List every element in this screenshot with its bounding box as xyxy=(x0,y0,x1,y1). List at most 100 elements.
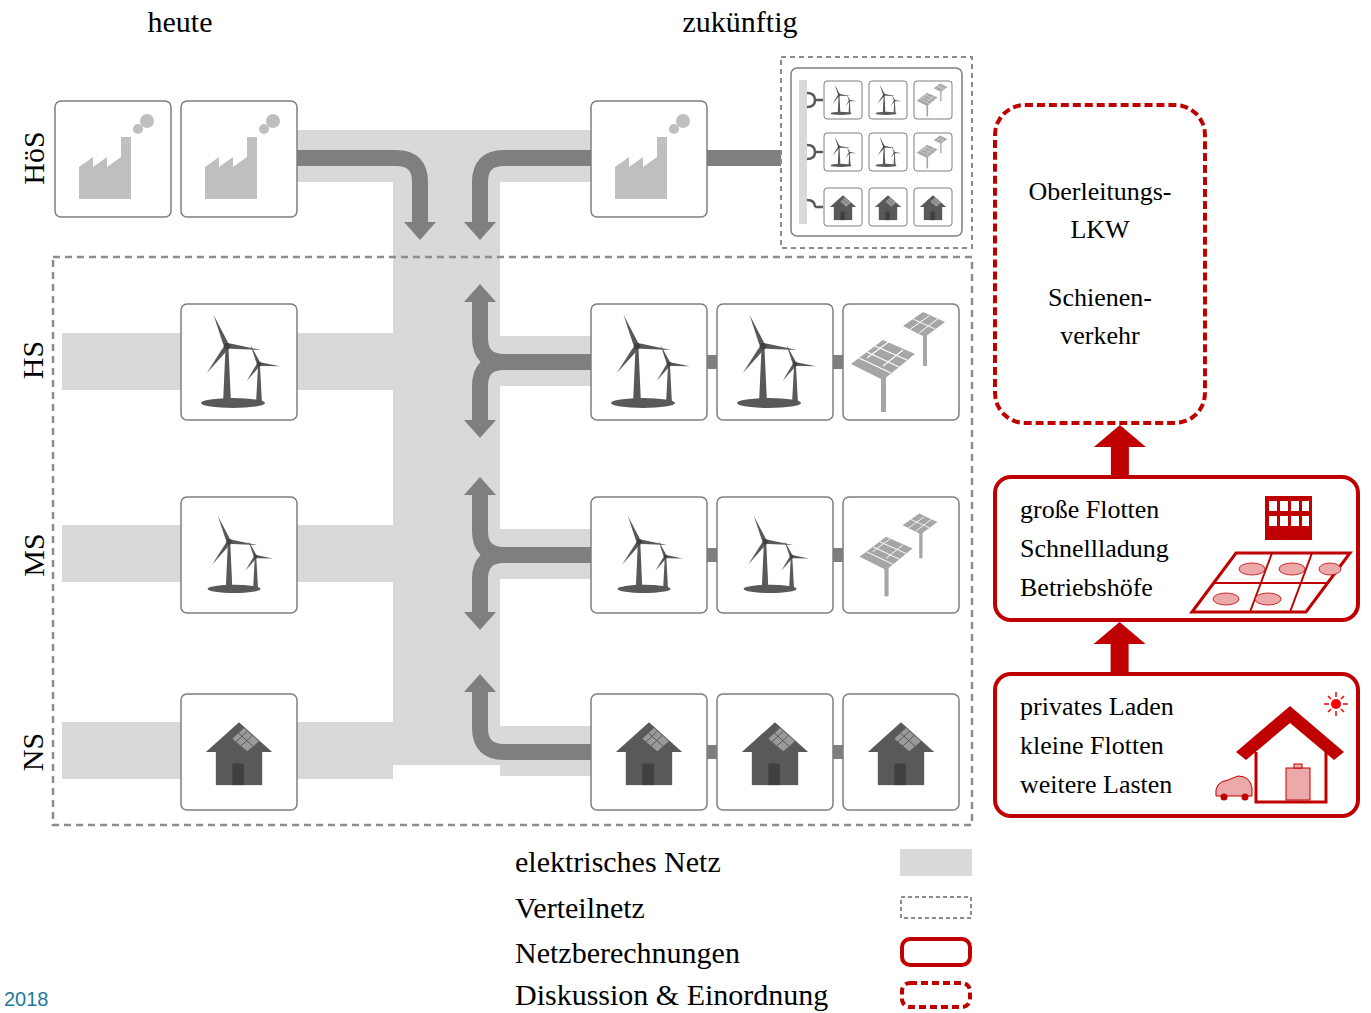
node-text: Oberleitungs- LKW xyxy=(1029,173,1172,249)
house-icon-part xyxy=(1221,794,1228,801)
generation-group-part xyxy=(876,136,902,167)
column-heading: heute xyxy=(148,4,213,40)
power-flow-arrow-part-part xyxy=(833,355,843,369)
power-flow-arrow-part-part xyxy=(707,355,717,369)
power-flow-arrow-part-part xyxy=(480,300,591,362)
power-flow-arrow-part-part xyxy=(480,493,591,555)
power-flow-arrow-part-part xyxy=(464,612,496,630)
icon-box-part xyxy=(591,694,707,810)
depot-icon-part-part xyxy=(1291,516,1299,526)
icon-box-part xyxy=(208,515,273,593)
icon-box-part xyxy=(79,114,154,199)
generation-group-part xyxy=(830,195,856,220)
depot-icon-part-part xyxy=(1302,516,1309,526)
icon-box-part xyxy=(591,304,707,420)
node-text: Schienen- verkehr xyxy=(1048,279,1152,355)
voltage-level-label: HS xyxy=(15,341,51,379)
house-icon-part xyxy=(1216,776,1252,796)
generation-group-part xyxy=(824,81,862,119)
generation-group-part xyxy=(831,136,857,167)
generation-group-part xyxy=(914,188,952,226)
power-flow-arrow-part-part xyxy=(480,362,504,422)
house-icon-part xyxy=(1286,768,1310,800)
category-box: große FlottenSchnellladungBetriebshöfe xyxy=(993,475,1360,622)
icon-box-part xyxy=(717,694,833,810)
depot-icon-part xyxy=(1192,553,1350,612)
depot-icon-part xyxy=(1269,501,1309,526)
legend-sample-part xyxy=(902,983,970,1007)
node-text: große Flotten xyxy=(1020,490,1159,529)
node-text: Schnellladung xyxy=(1020,529,1169,568)
node-text: kleine Flotten xyxy=(1020,726,1164,765)
power-flow-arrow-part-part xyxy=(707,745,717,759)
icon-box-part xyxy=(181,304,297,420)
generation-group-part xyxy=(807,93,823,207)
icon-box-part xyxy=(611,313,690,408)
column-heading: zukünftig xyxy=(683,4,798,40)
depot-icon-part-part xyxy=(1239,563,1265,575)
power-flow-arrow-part xyxy=(297,158,781,752)
escalation-arrow xyxy=(1094,622,1146,672)
generation-group-part xyxy=(831,84,857,115)
icon-box-part xyxy=(860,514,938,597)
depot-icon-part-part xyxy=(1302,501,1309,511)
generation-group-part xyxy=(914,81,952,119)
generation-group-part xyxy=(824,133,862,171)
icon-box-part xyxy=(591,497,707,613)
category-box: Oberleitungs- LKW Schienen- verkehr xyxy=(993,103,1207,425)
house-icon-part xyxy=(1294,764,1302,768)
icon-box-part xyxy=(717,497,833,613)
legend-text: Diskussion & Einordnung xyxy=(515,979,828,1011)
voltage-level-label: NS xyxy=(15,733,51,771)
depot-icon-part-part xyxy=(1280,501,1288,511)
house-icon-part xyxy=(1256,752,1326,802)
generation-group-part xyxy=(791,68,962,236)
icon-box-part xyxy=(737,313,816,408)
icon-box-part xyxy=(181,101,297,217)
icon-box-part xyxy=(206,722,272,785)
power-flow-arrow-part-part xyxy=(464,674,496,692)
generation-group-part xyxy=(914,133,952,171)
power-flow-arrow-part-part xyxy=(480,690,591,752)
distribution-grid-outline xyxy=(53,257,972,825)
generation-group-part xyxy=(875,195,901,220)
icon-box-part xyxy=(591,101,707,217)
power-flow-arrow-part xyxy=(404,222,843,759)
depot-icon xyxy=(1192,496,1350,612)
house-icon-part xyxy=(1242,794,1249,801)
icon-box-part xyxy=(201,313,280,408)
generation-group-part xyxy=(869,188,907,226)
depot-icon-part-part xyxy=(1269,501,1277,511)
power-flow-arrow-part-part xyxy=(480,555,504,614)
depot-icon-part xyxy=(1214,553,1328,612)
depot-icon-part-part xyxy=(1269,516,1277,526)
house-icon xyxy=(1216,692,1348,802)
house-icon-part xyxy=(1324,692,1348,716)
network-band-part xyxy=(393,130,500,765)
icon-box-part xyxy=(868,722,934,785)
voltage-level-label: MS xyxy=(15,533,51,576)
legend-sample-part xyxy=(902,939,970,965)
power-flow-arrow-part-part xyxy=(707,150,781,166)
generation-group-part xyxy=(869,81,907,119)
generation-group-part xyxy=(917,84,948,117)
power-flow-arrow-part-part xyxy=(297,158,420,224)
generation-group-part xyxy=(920,195,946,220)
power-flow-arrow-part-part xyxy=(833,548,843,562)
legend-text: elektrisches Netz xyxy=(515,846,721,878)
house-icon-part xyxy=(1236,706,1344,760)
power-flow-arrow-part-part xyxy=(464,477,496,495)
depot-icon-part-part xyxy=(1291,501,1299,511)
power-flow-arrow-part-part xyxy=(707,548,717,562)
icon-box-part xyxy=(181,497,297,613)
escalation-arrow xyxy=(1094,425,1146,475)
power-flow-arrow-part-part xyxy=(833,745,843,759)
depot-icon-part-part xyxy=(1213,593,1239,605)
generation-group xyxy=(781,57,972,248)
icon-box-part xyxy=(615,114,690,199)
generation-group-part xyxy=(876,84,902,115)
icon-box-part xyxy=(744,515,809,593)
legend-swatch xyxy=(900,849,972,876)
generation-group-part xyxy=(917,136,948,169)
